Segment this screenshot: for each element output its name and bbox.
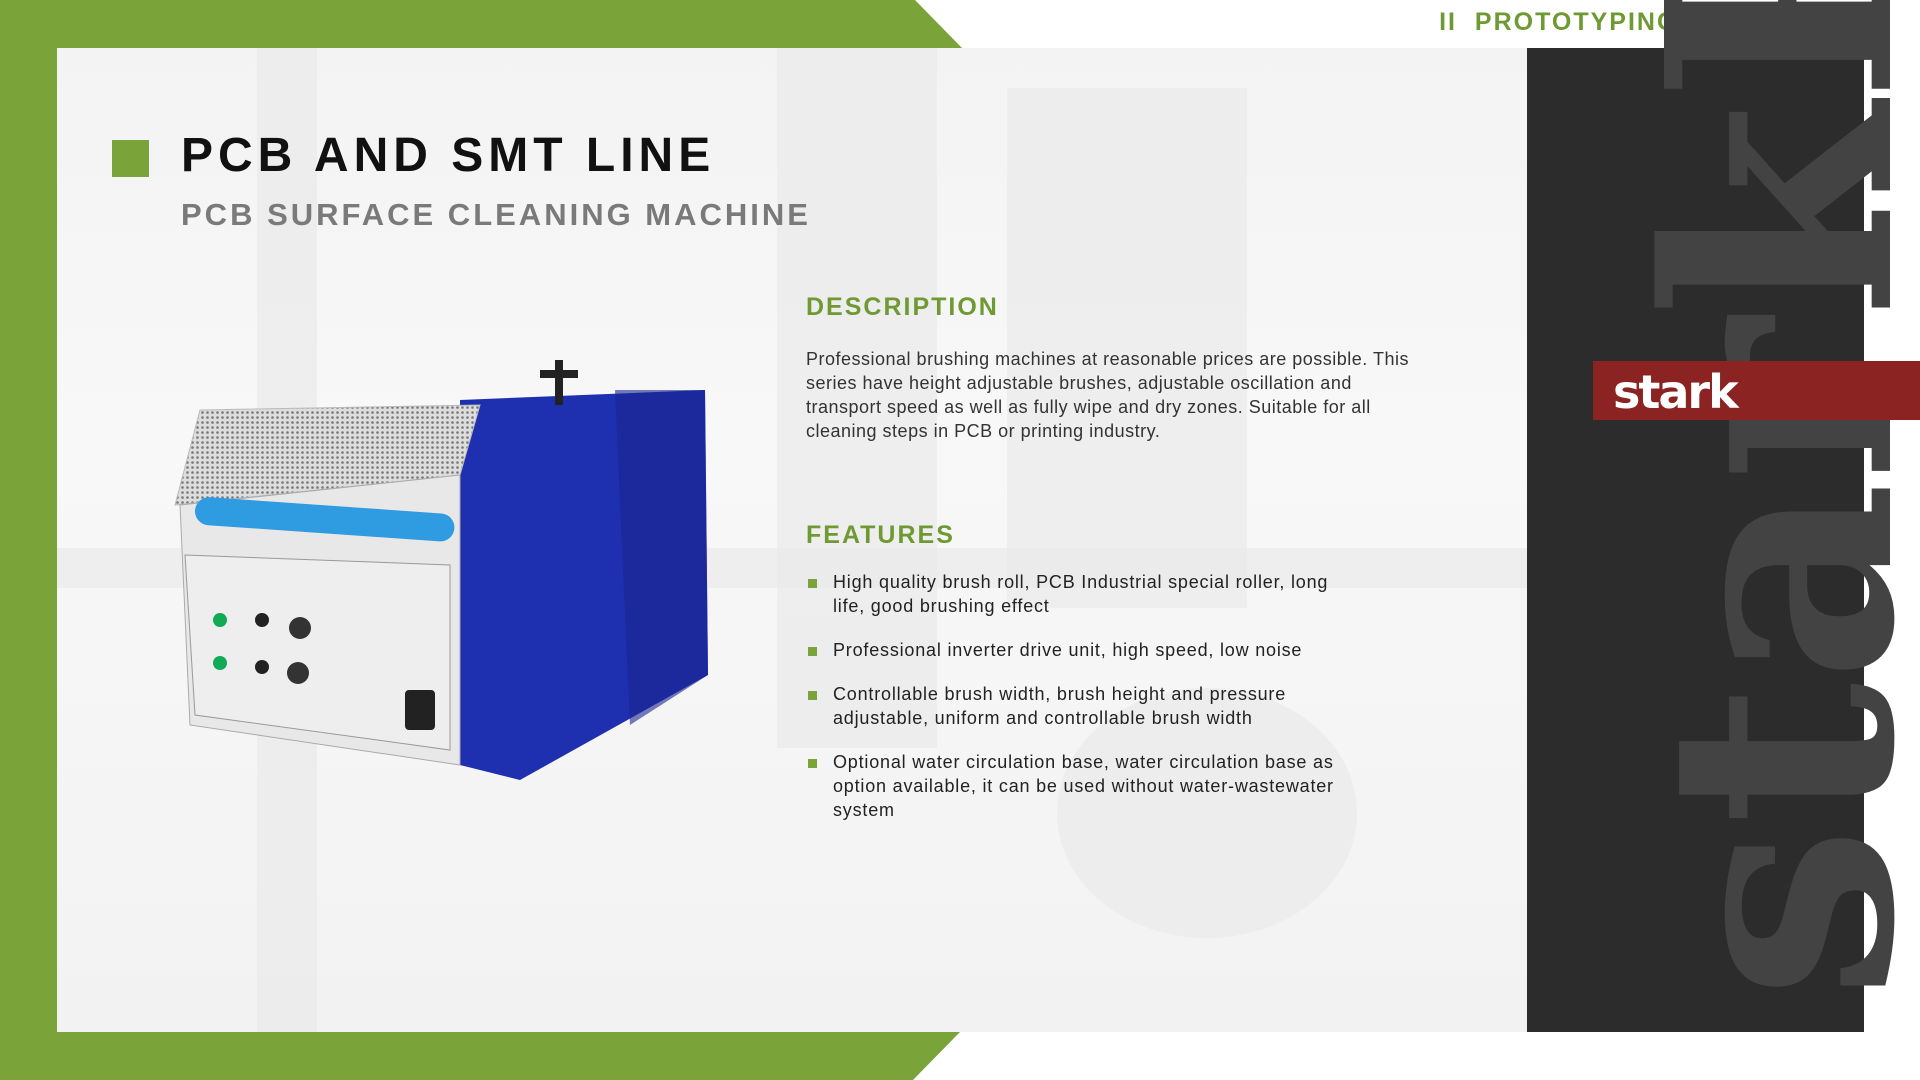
brand-watermark: starkPV xyxy=(1600,0,1920,1000)
page-title: PCB AND SMT LINE xyxy=(181,129,716,182)
feature-item: Controllable brush width, brush height a… xyxy=(806,682,1346,730)
bullet-square-icon xyxy=(808,691,817,700)
bottom-accent-bar xyxy=(0,1032,960,1080)
page-subtitle: PCB SURFACE CLEANING MACHINE xyxy=(181,197,811,232)
left-accent-bar xyxy=(0,0,57,1080)
feature-text: Controllable brush width, brush height a… xyxy=(833,684,1287,728)
feature-text: High quality brush roll, PCB Industrial … xyxy=(833,572,1329,616)
feature-item: Optional water circulation base, water c… xyxy=(806,750,1346,822)
title-square-icon xyxy=(112,140,149,177)
feature-item: Professional inverter drive unit, high s… xyxy=(806,638,1346,662)
features-heading: FEATURES xyxy=(806,521,955,549)
section-tag: II PROTOTYPING EQUIPMENT xyxy=(1439,8,1854,36)
top-accent-bar xyxy=(0,0,962,48)
product-image-cleaning-machine xyxy=(174,360,708,780)
feature-item: High quality brush roll, PCB Industrial … xyxy=(806,570,1346,618)
description-text: Professional brushing machines at reason… xyxy=(806,349,1409,441)
description-heading: DESCRIPTION xyxy=(806,293,999,321)
logo-band: stark xyxy=(1593,361,1920,420)
feature-text: Optional water circulation base, water c… xyxy=(833,752,1334,820)
feature-text: Professional inverter drive unit, high s… xyxy=(833,640,1303,660)
brand-panel xyxy=(1527,48,1864,1032)
bullet-square-icon xyxy=(808,759,817,768)
bullet-square-icon xyxy=(808,579,817,588)
bullet-square-icon xyxy=(808,647,817,656)
stark-logo: stark xyxy=(1613,365,1739,419)
features-list: High quality brush roll, PCB Industrial … xyxy=(806,570,1346,842)
